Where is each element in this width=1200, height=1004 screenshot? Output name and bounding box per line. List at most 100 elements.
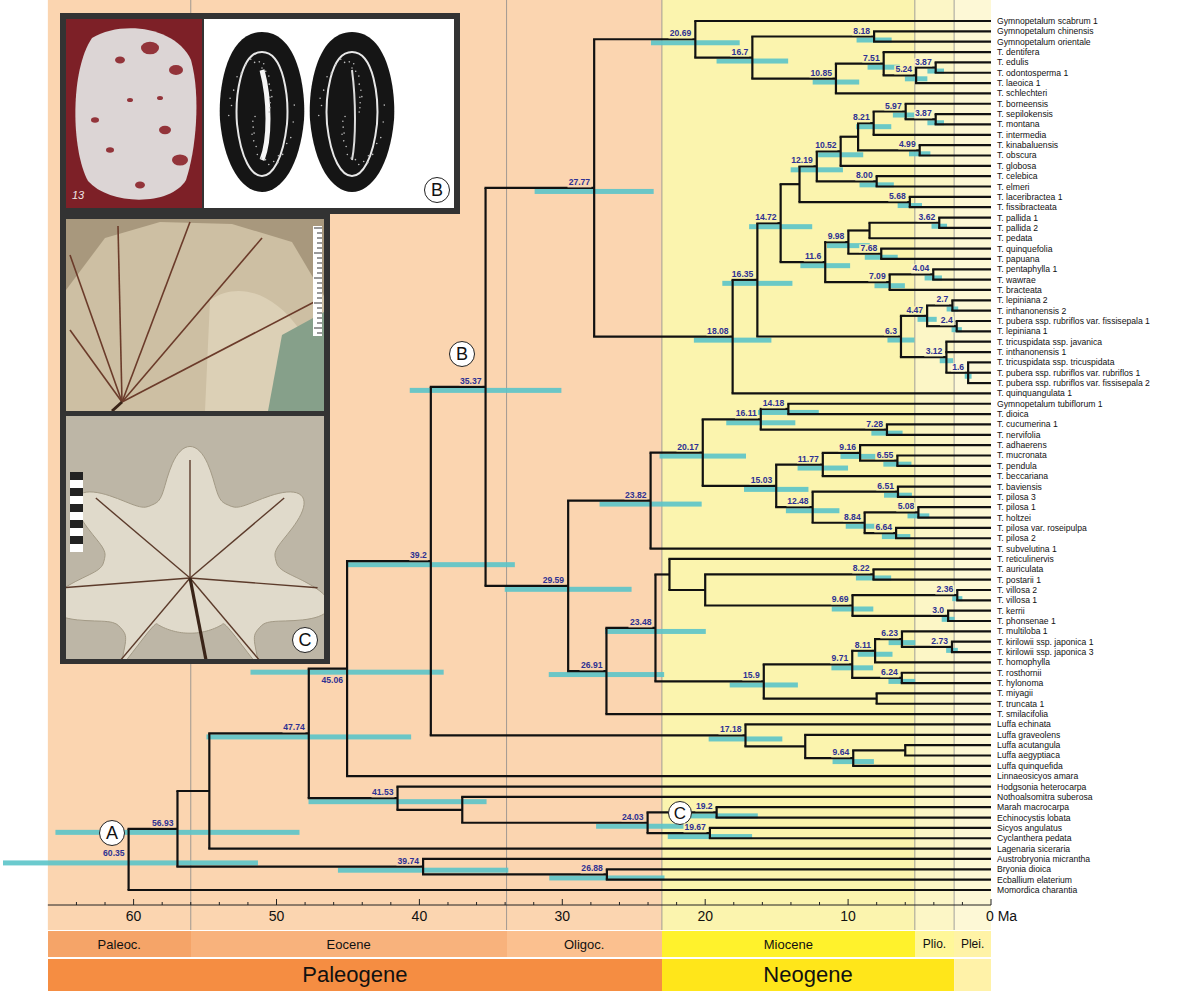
node-age: 26.91 [580,661,604,670]
taxon-label: Gymnopetalum scabrum 1 [997,17,1098,26]
tree-branch [876,703,991,705]
calibration-marker: A [99,820,125,846]
seed-texture [351,67,353,69]
scale-tick [317,273,322,274]
taxon-label: Momordica charantia [997,886,1077,895]
seed-texture [265,70,267,72]
leaf-vein [122,238,262,402]
node-age: 7.28 [865,420,884,429]
node-age: 26.88 [580,865,604,874]
taxon-label: T. homophylla [997,658,1050,667]
tree-branch [647,832,710,834]
taxon-label: T. pendula [997,462,1037,471]
scale-tick [317,313,322,314]
scale-tick [317,258,322,259]
axis-tick-label: 30 [555,909,571,923]
seed-texture [258,61,260,63]
seed-texture [229,97,231,99]
tree-branch [874,661,991,663]
tree-branch [868,237,991,239]
seed-texture [270,89,272,91]
taxon-label: T. laeoica 1 [997,79,1040,88]
taxon-label: T. pubera ssp. rubriflos var. fissisepal… [997,379,1150,388]
seed-photo-spot [172,154,188,165]
seed-texture [269,102,271,104]
tree-branch [396,785,991,787]
tree-branch [756,335,901,337]
period-name: Paleoc. [98,938,141,951]
leaf-vein [190,578,318,588]
seed-texture [340,59,342,61]
node-age: 11.6 [804,253,822,262]
seed-outline [220,32,305,192]
taxon-label: T. pentaphylla 1 [997,265,1057,274]
tree-branch [864,532,897,534]
tree-branch [947,610,991,612]
node-age: 6.3 [884,327,898,336]
tree-branch [484,585,568,587]
tree-branch [917,506,991,508]
taxon-label: T. holtzei [997,513,1031,522]
tree-branch [775,506,813,508]
node-age: 12.48 [786,498,810,507]
tree-branch [886,434,991,436]
tree-branch [851,677,902,679]
tree-branch [967,361,991,363]
tree-branch [744,745,805,747]
tree-branch [716,806,991,808]
taxon-label: T. bracteata [997,286,1042,295]
seed-texture [335,64,337,66]
seed-texture [380,137,382,139]
seed-texture [355,159,357,161]
node-age: 17.18 [719,726,743,735]
seed-photo-spot [159,126,171,134]
taxon-label: T. fissibracteata [997,203,1057,212]
leaf-vein [66,578,190,588]
taxon-label: T. elmeri [997,182,1029,191]
seed-texture [252,120,254,122]
taxon-label: T. kerrii [997,606,1025,615]
taxon-label: T. lepiniana 1 [997,327,1048,336]
leaf-vein [70,330,122,402]
tree-branch [852,749,905,751]
axis-tick [333,902,334,905]
axis-line [48,905,991,906]
seed-texture [355,70,357,72]
tree-branch [904,744,991,746]
tree-branch [744,723,991,725]
tree-branch [461,796,991,798]
seed-texture [326,76,328,78]
period-name: Neogene [763,964,852,986]
leaf-petiole [112,402,122,411]
tree-branch [430,734,746,736]
epoch-boundary [506,0,507,930]
node-age: 6.55 [876,451,895,460]
tree-branch [873,30,991,32]
tree-branch [567,670,606,672]
tree-branch [751,35,874,37]
seed-drawing-ground [204,19,454,208]
epoch-band: Miocene [662,931,915,957]
seed-texture [363,161,365,163]
axis-tick-label: 20 [697,909,713,923]
seed-texture [268,111,270,113]
node-age: 23.82 [624,491,648,500]
tree-branch [876,175,991,177]
taxon-label: Gymnopetalum chinensis [997,27,1094,36]
scale-tick [317,333,322,334]
seed-texture [330,72,332,74]
leaf-vein [122,222,190,402]
tree-branch [873,110,906,112]
seed-texture [254,116,256,118]
node-age: 2.7 [935,296,949,305]
tree-branch [895,527,991,529]
leaf-vein [70,255,122,402]
seed-texture [261,67,263,69]
tree-branch [951,641,991,643]
leaf-petiole [190,578,206,659]
axis-tick [162,902,163,905]
axis-tick [619,902,620,905]
seed-texture [343,132,345,134]
tree-branch [872,568,991,570]
tree-branch [935,72,991,74]
